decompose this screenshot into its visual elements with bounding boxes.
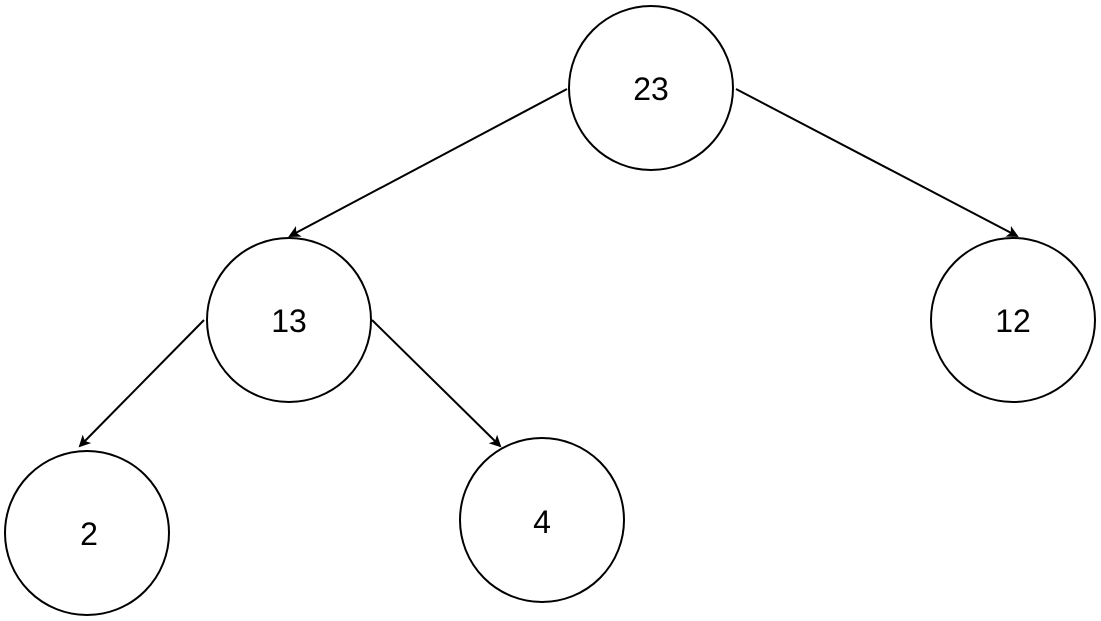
node-circle [930, 237, 1096, 403]
node-circle [459, 437, 625, 603]
tree-node-left: 13 [206, 237, 372, 403]
node-label: 23 [633, 71, 669, 107]
edges [78, 88, 1019, 448]
node-label: 4 [533, 504, 551, 540]
edge-13-to-2 [78, 319, 205, 448]
node-label: 13 [271, 303, 307, 339]
edge-13-to-4 [371, 319, 502, 448]
edge-23-to-12 [735, 88, 1019, 237]
tree-node-right: 12 [930, 237, 1096, 403]
tree-node-left-right: 4 [459, 437, 625, 603]
edge-23-to-13 [288, 88, 568, 237]
node-label: 12 [995, 303, 1031, 339]
node-circle [206, 237, 372, 403]
node-circle [568, 5, 734, 171]
node-circle [4, 450, 170, 616]
node-label: 2 [80, 516, 98, 552]
tree-node-left-left: 2 [4, 450, 170, 616]
tree-node-root: 23 [568, 5, 734, 171]
